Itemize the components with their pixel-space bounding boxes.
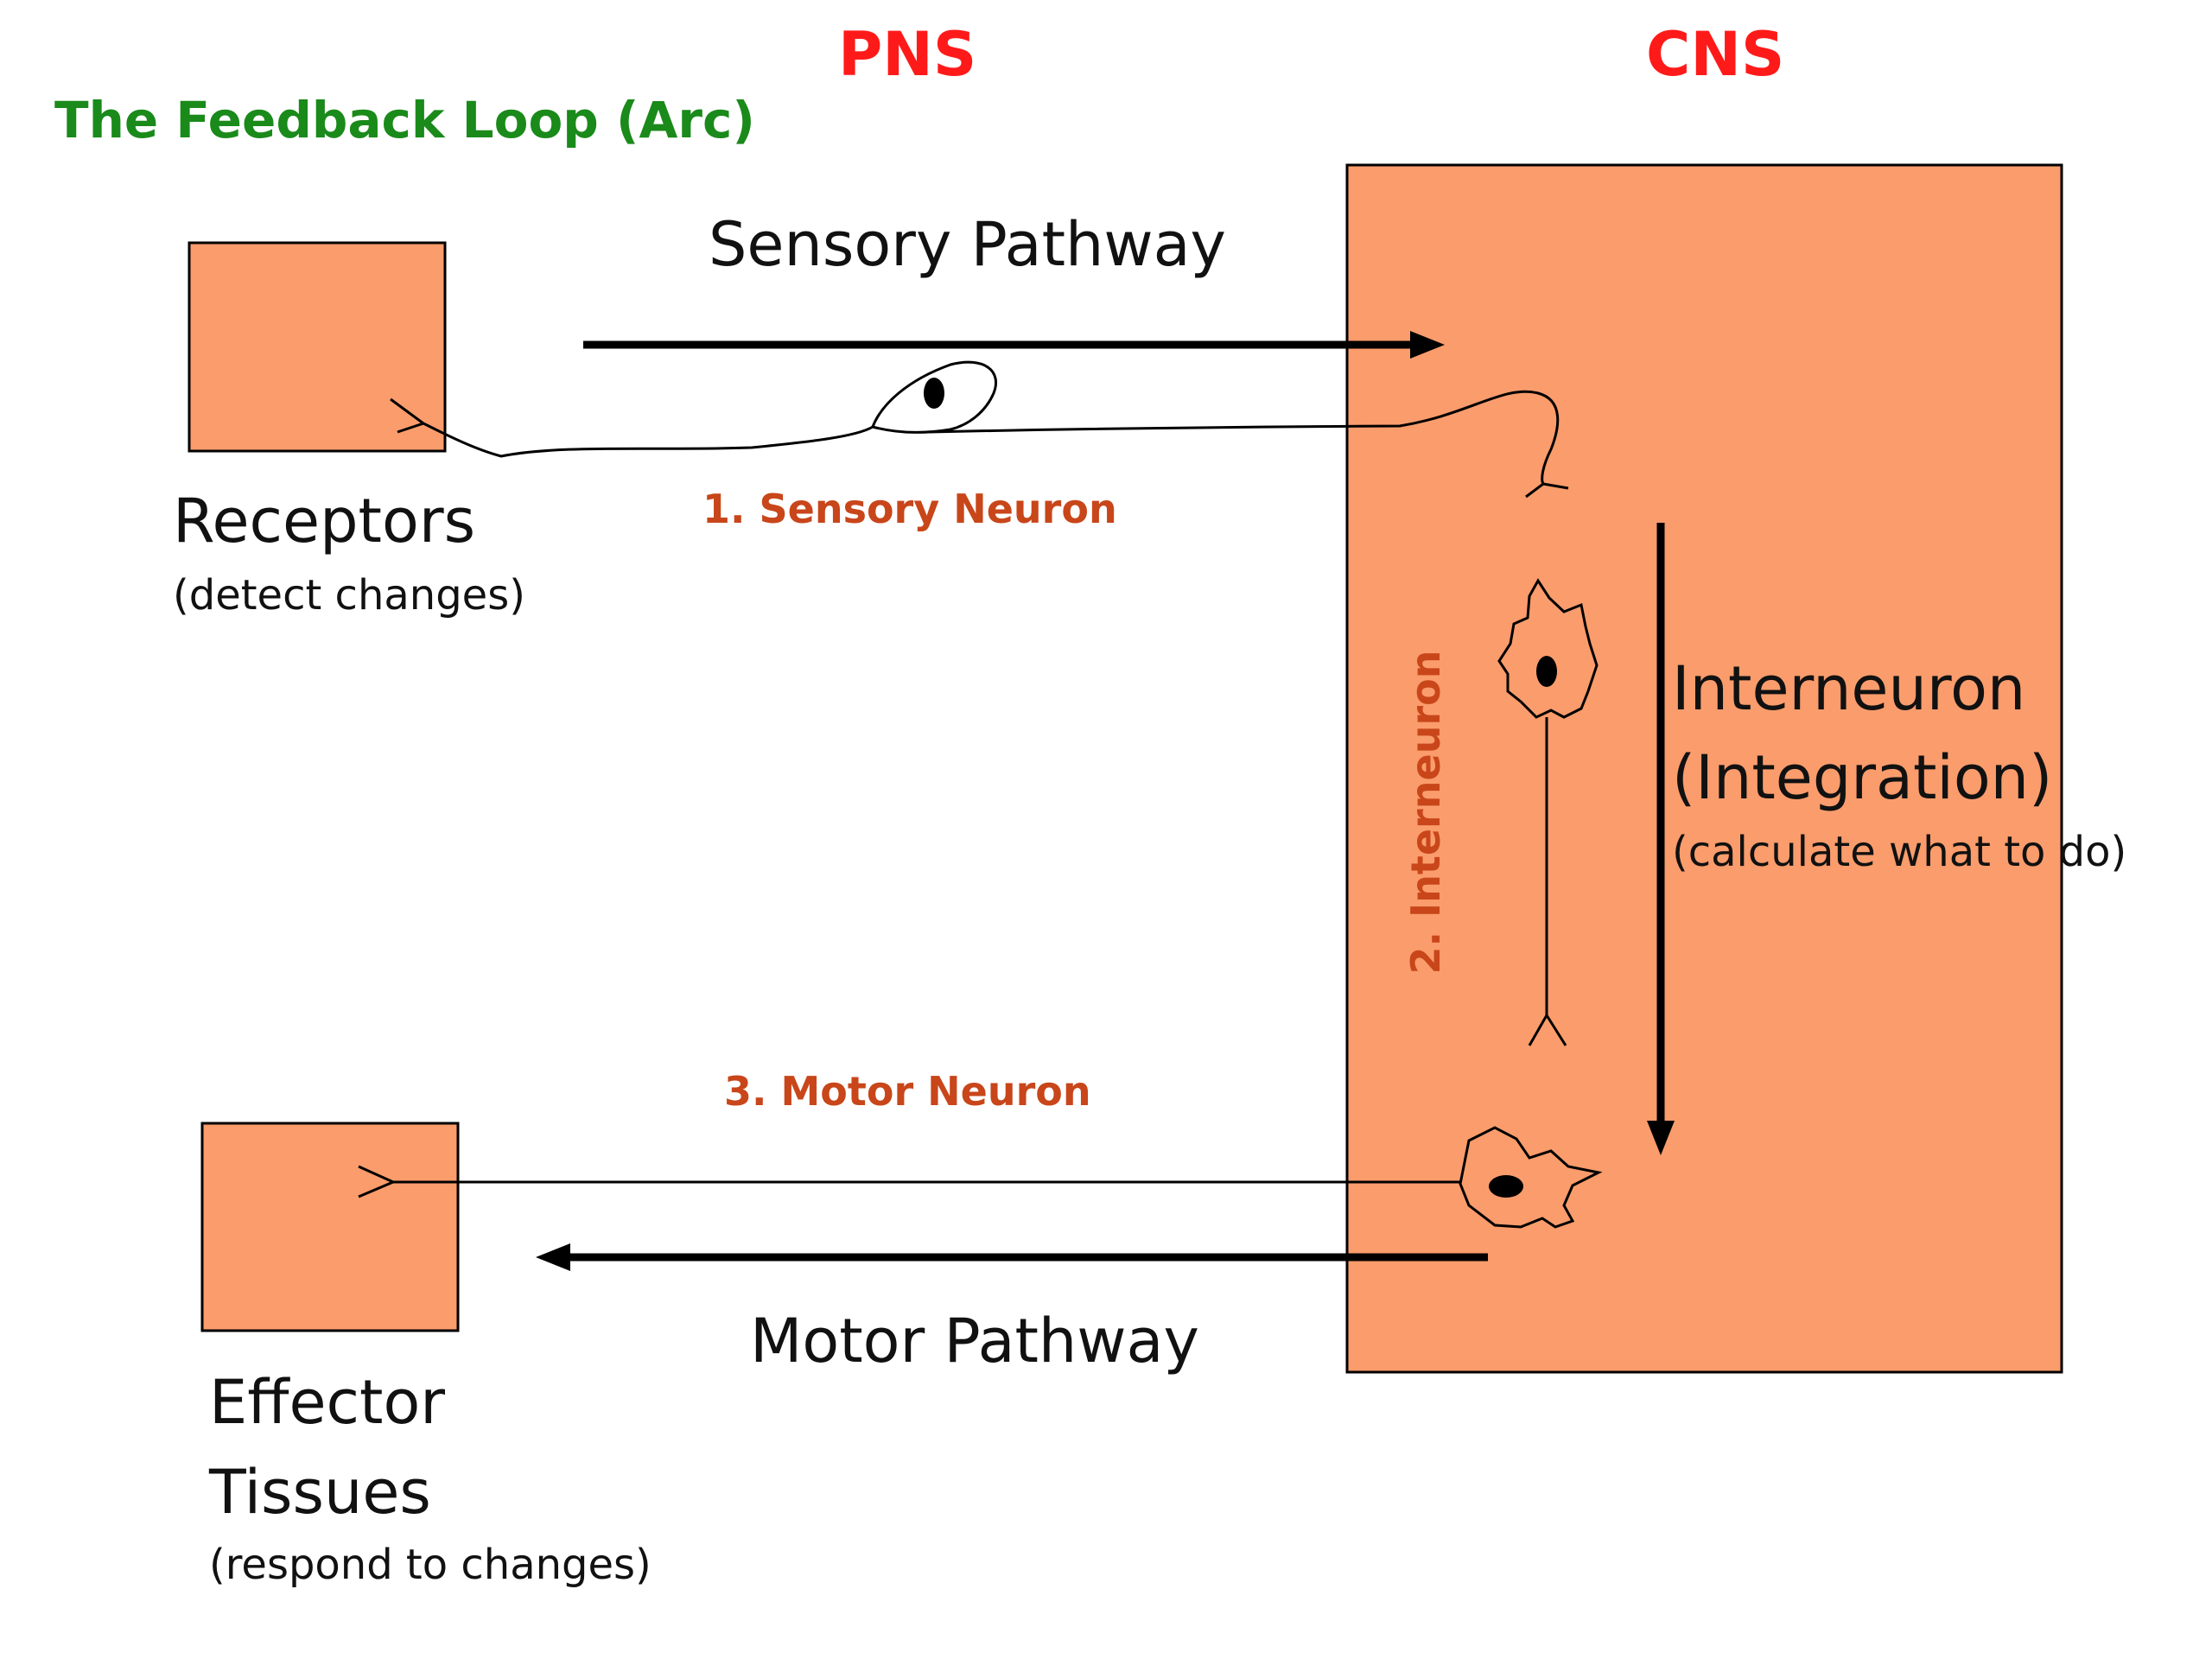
interneuron-description: (calculate what to do) [1672,828,2127,876]
pns-header: PNS [838,19,977,90]
interneuron-nucleus [1536,656,1557,687]
interneuron-subtitle: (Integration) [1672,742,2053,813]
receptors-description: (detect changes) [173,571,525,620]
integration-arrow [1647,523,1675,1155]
interneuron-drawing [1497,578,1599,1046]
sensory-neuron-nucleus [924,378,944,409]
effector-description: (respond to changes) [209,1541,652,1589]
receptors-label: Receptors [173,486,476,556]
motor-pathway-arrow [536,1243,1488,1271]
effector-label-line2: Tissues [209,1457,431,1528]
interneuron-title: Interneuron [1672,653,2026,724]
cns-header: CNS [1646,19,1785,90]
diagram-title: The Feedback Loop (Arc) [54,91,755,149]
cns-box [1345,163,2063,1374]
sensory-pathway-arrow [583,331,1445,359]
sensory-pathway-label: Sensory Pathway [709,209,1226,280]
motor-neuron-nucleus [1489,1175,1523,1198]
motor-neuron-label: 3. Motor Neuron [724,1068,1091,1115]
receptors-box [188,241,447,453]
effector-label-line1: Effector [209,1367,446,1438]
motor-neuron-drawing [358,1126,1603,1229]
sensory-neuron-label: 1. Sensory Neuron [702,486,1117,532]
interneuron-label: 2. Interneuron [1402,650,1449,975]
motor-pathway-label: Motor Pathway [750,1306,1199,1376]
effector-box [200,1122,460,1332]
sensory-neuron-drawing [390,360,1569,499]
